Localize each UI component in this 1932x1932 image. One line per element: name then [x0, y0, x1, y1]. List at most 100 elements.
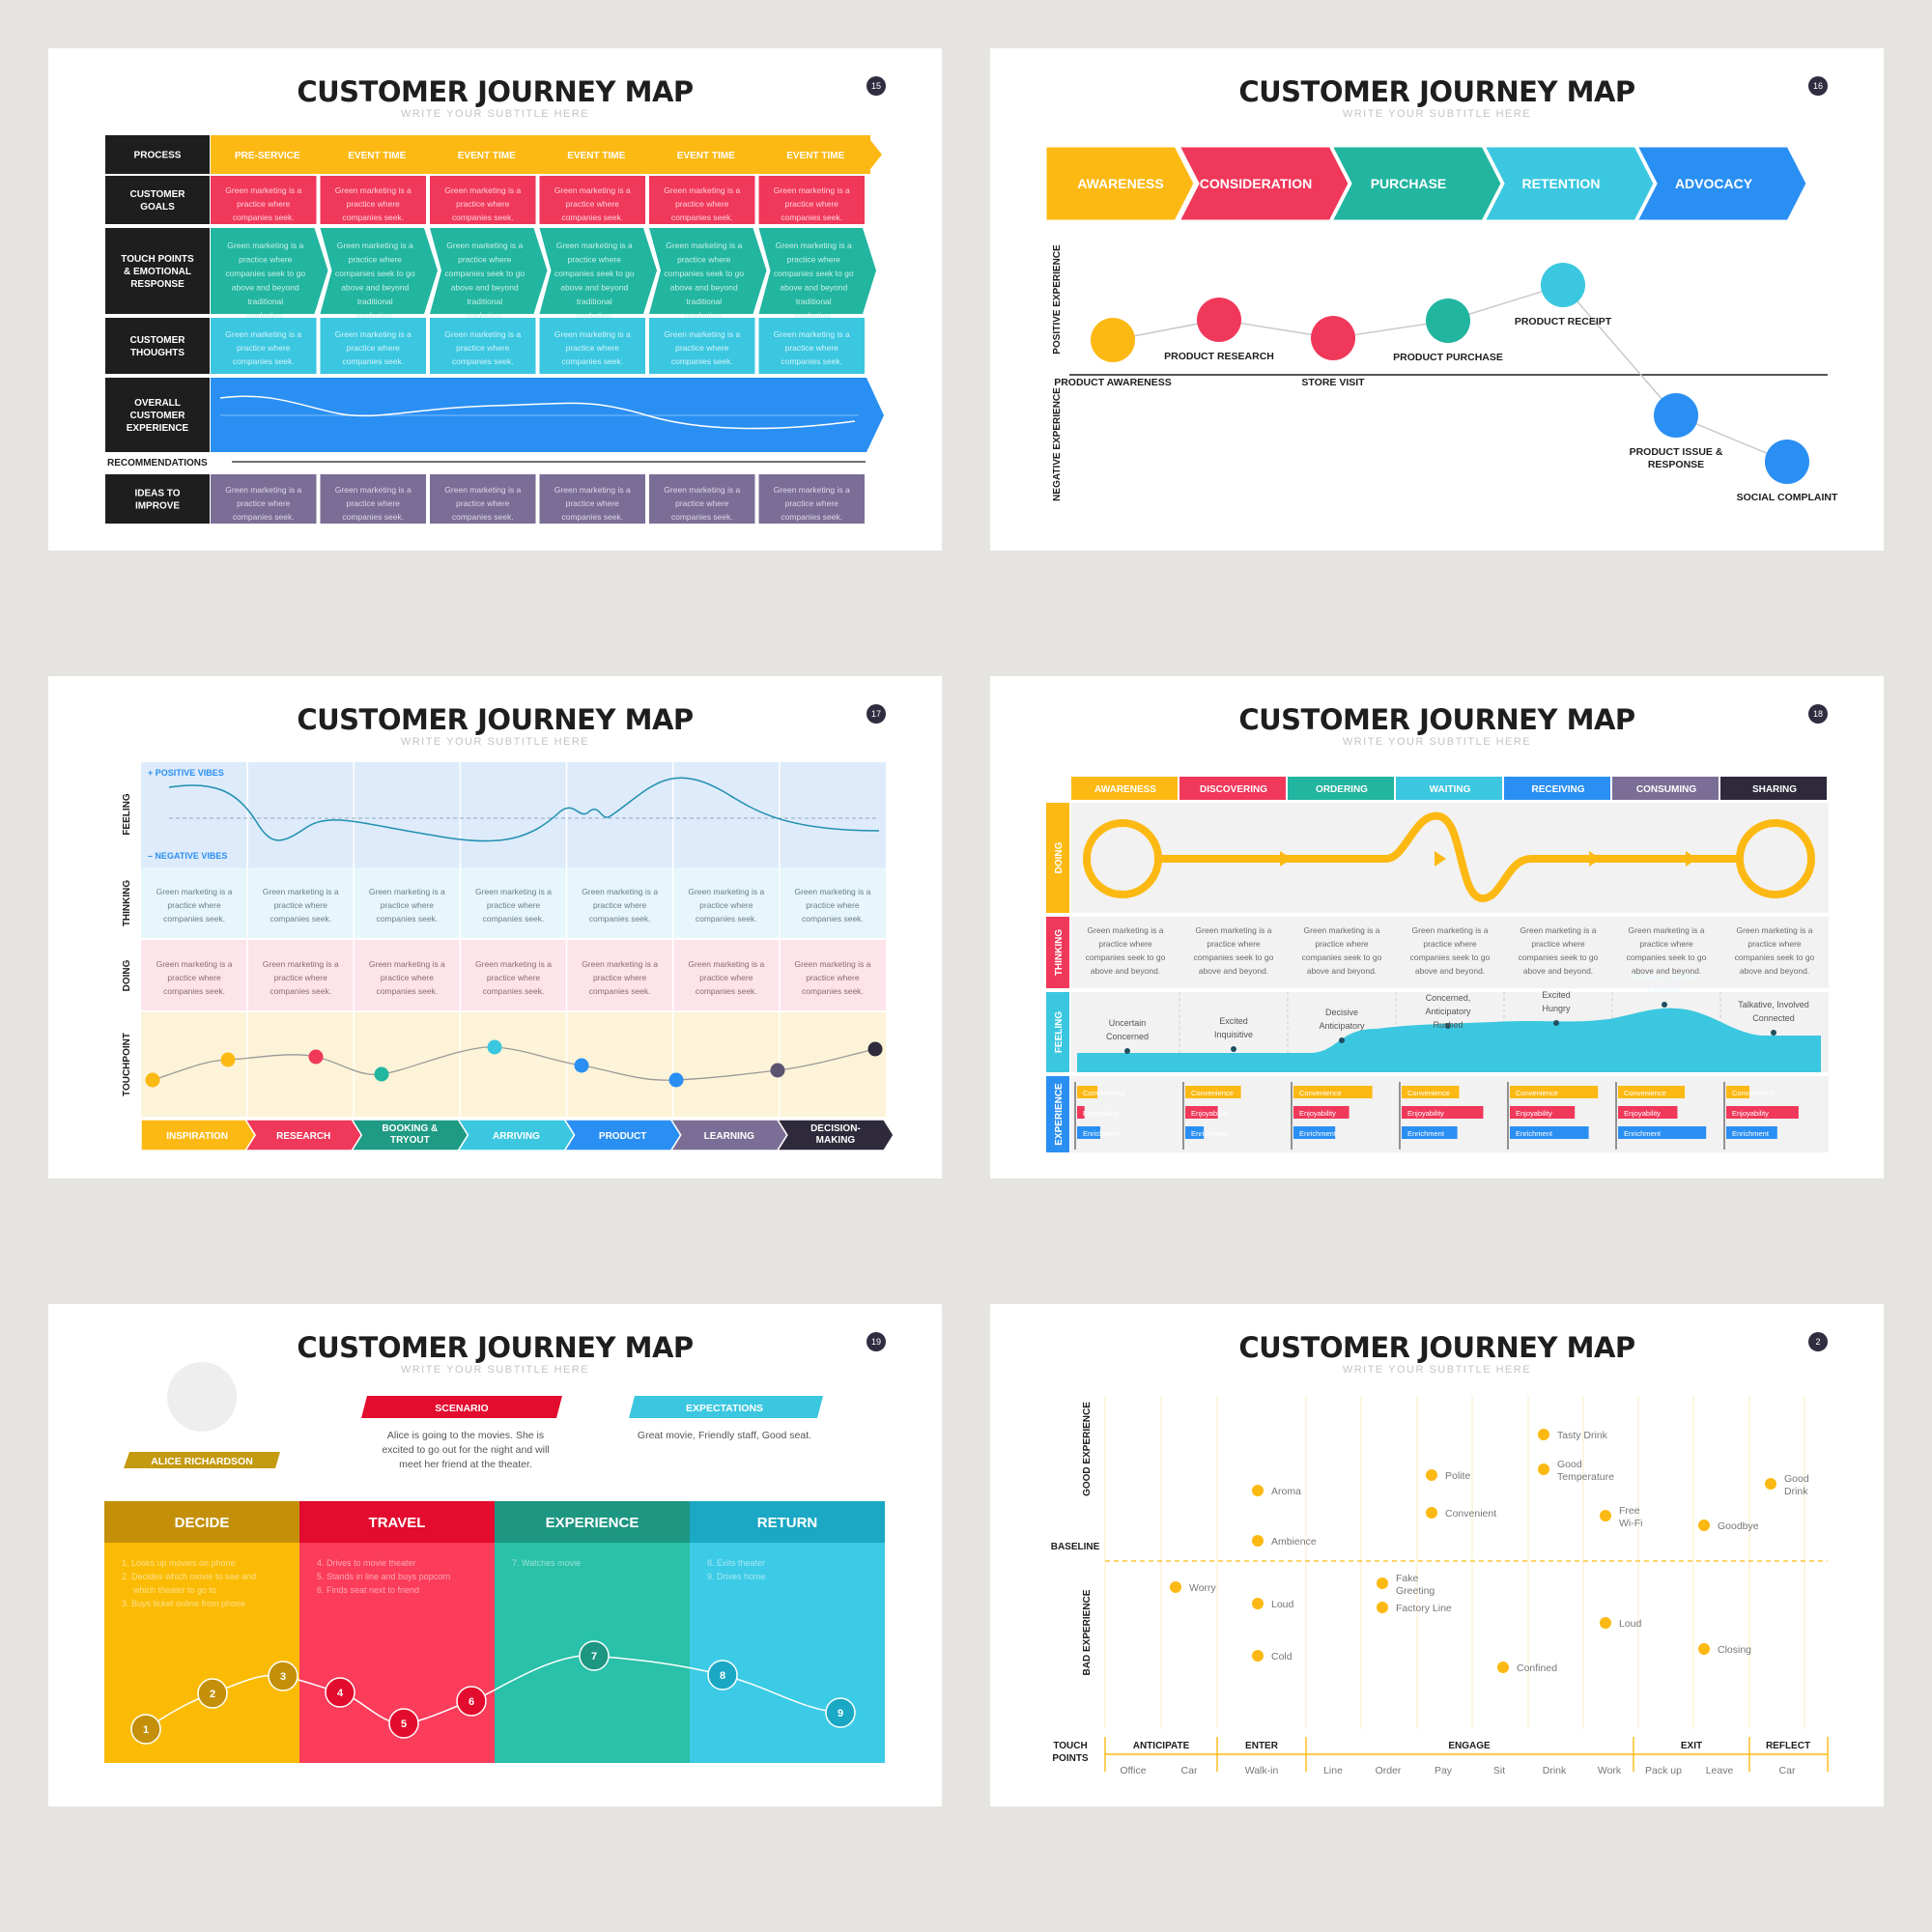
thought-text: Green marketing is a: [774, 329, 850, 339]
goal-cell: [320, 176, 426, 224]
thought-text: Green marketing is a: [664, 329, 740, 339]
experience-bar-label: Enjoyability: [1083, 1109, 1120, 1118]
thinking-text: practice where: [167, 900, 221, 910]
doing-text: Green marketing is a: [582, 959, 658, 969]
experience-bar-label: Convenience: [1299, 1089, 1342, 1097]
experience-bar: [1726, 1126, 1777, 1139]
experience-point-label: Loud: [1619, 1618, 1642, 1630]
step-marker: [456, 1686, 487, 1717]
thinking-text: practice where: [1098, 939, 1152, 949]
positive-axis-label: POSITIVE EXPERIENCE: [1052, 244, 1063, 355]
step-text: 6. Finds seat next to friend: [317, 1585, 419, 1595]
slide-number: 19: [867, 1332, 886, 1351]
experience-bar: [1618, 1126, 1707, 1139]
thinking-text: above and beyond.: [1523, 966, 1593, 976]
row-header: [105, 378, 210, 452]
touch-text: Green marketing is a: [227, 241, 303, 250]
thought-cell: [539, 318, 645, 374]
step-text: which theater to go to: [132, 1585, 216, 1595]
touchpoint-label: Pack up: [1645, 1765, 1682, 1776]
goal-text: practice where: [785, 199, 839, 209]
thought-cell: [649, 318, 755, 374]
row-label: THINKING: [1054, 929, 1065, 977]
touchpoint-circle: [1765, 440, 1809, 484]
thought-text: practice where: [237, 343, 291, 353]
touchpoint-label: SOCIAL COMPLAINT: [1737, 492, 1838, 503]
thinking-text: companies seek.: [163, 914, 225, 923]
row-header: [105, 176, 210, 224]
touch-text: traditional: [686, 297, 722, 306]
step-marker: [197, 1678, 228, 1709]
doing-text: practice where: [806, 973, 860, 982]
thinking-text: Green marketing is a: [1196, 925, 1272, 935]
experience-point: [1377, 1577, 1388, 1589]
scenario-text: excited to go out for the night and will: [382, 1444, 549, 1456]
touchpoint-circle: [1311, 316, 1355, 360]
step-marker: [325, 1677, 355, 1708]
doing-text: companies seek.: [270, 986, 331, 996]
row-tab: [1046, 917, 1069, 988]
slide-title: CUSTOMER JOURNEY MAP: [297, 75, 694, 108]
thought-text: Green marketing is a: [554, 329, 631, 339]
row-header: [105, 135, 210, 174]
thinking-text: practice where: [699, 900, 753, 910]
thought-text: Green marketing is a: [225, 329, 301, 339]
thought-text: companies seek.: [342, 356, 404, 366]
touch-text: Green marketing is a: [556, 241, 633, 250]
row-header-label: CUSTOMER: [129, 335, 185, 346]
stage-header: [299, 1501, 495, 1543]
goal-text: practice where: [456, 199, 510, 209]
touch-text: above and beyond: [341, 283, 409, 293]
idea-cell: [430, 474, 536, 524]
experience-point-label: Convenient: [1445, 1508, 1496, 1520]
stage-header: [1396, 777, 1502, 800]
stage-label: RECEIVING: [1531, 784, 1584, 795]
touch-text: companies seek to go: [774, 269, 854, 278]
phase-label: ENGAGE: [1448, 1741, 1491, 1751]
experience-point: [1252, 1535, 1264, 1547]
touchpoint-label: Walk-in: [1245, 1765, 1279, 1776]
touch-text: companies seek to go: [444, 269, 525, 278]
touch-text: marketing.: [355, 311, 394, 321]
stage-label: CONSIDERATION: [1200, 176, 1312, 191]
thinking-text: practice where: [1639, 939, 1693, 949]
experience-bar: [1293, 1086, 1373, 1098]
phase-label: ANTICIPATE: [1133, 1741, 1190, 1751]
thought-text: practice where: [785, 343, 839, 353]
row-tab: [1046, 992, 1069, 1072]
step-marker: [388, 1708, 419, 1739]
slide-subtitle: WRITE YOUR SUBTITLE HERE: [400, 1364, 590, 1376]
touch-text: practice where: [677, 255, 731, 265]
path-arrow: [1280, 851, 1292, 867]
doing-text: companies seek.: [376, 986, 438, 996]
stage-header: [104, 1501, 299, 1543]
process-chevron: [649, 135, 759, 174]
thinking-text: above and beyond.: [1415, 966, 1485, 976]
row-label: DOING: [1054, 841, 1065, 873]
thinking-text: above and beyond.: [1091, 966, 1160, 976]
thinking-text: practice where: [381, 900, 435, 910]
experience-point: [1252, 1485, 1264, 1496]
experience-point: [1698, 1520, 1710, 1531]
row-label: FEELING: [1054, 1011, 1065, 1054]
experience-point-label: Temperature: [1557, 1471, 1614, 1483]
touch-text: marketing.: [685, 311, 724, 321]
step-number: 2: [210, 1689, 215, 1700]
stage-label: TRYOUT: [390, 1135, 430, 1146]
goal-text: companies seek.: [233, 213, 295, 222]
thought-text: practice where: [456, 343, 510, 353]
feeling-text: Excited: [1542, 990, 1571, 1000]
experience-point-label: Worry: [1189, 1582, 1217, 1594]
scenario-label: SCENARIO: [435, 1403, 488, 1414]
touch-chevron: [211, 228, 328, 314]
phase-label: EXIT: [1681, 1741, 1702, 1751]
doing-text: Green marketing is a: [794, 959, 870, 969]
touch-text: above and beyond: [560, 283, 628, 293]
experience-point-label: Greeting: [1396, 1585, 1435, 1597]
stage-label: LEARNING: [704, 1131, 754, 1142]
idea-text: practice where: [566, 498, 620, 508]
touch-text: traditional: [796, 297, 832, 306]
thinking-text: companies seek.: [270, 914, 331, 923]
row-label: EXPERIENCE: [1054, 1083, 1065, 1146]
